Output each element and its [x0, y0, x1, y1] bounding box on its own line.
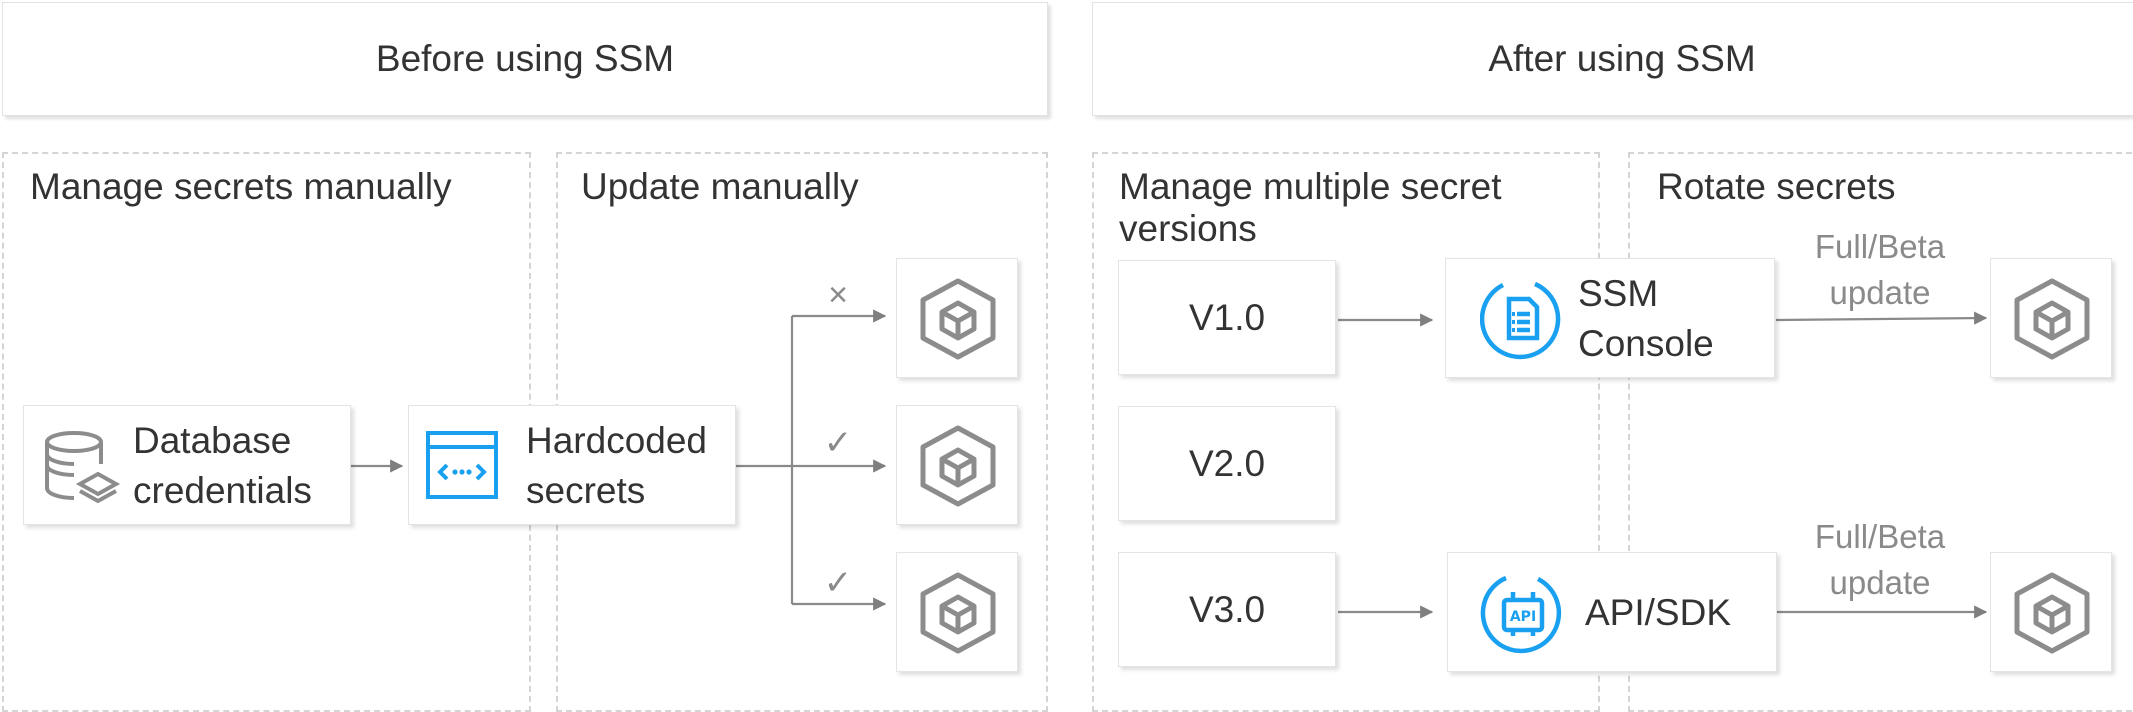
database-credentials-node: Database credentials	[23, 405, 351, 525]
application-node	[896, 405, 1018, 525]
panel-title-manage-manual: Manage secrets manually	[30, 166, 452, 207]
application-cube-icon	[920, 572, 996, 654]
version-label-v2: V2.0	[1188, 442, 1266, 484]
panel-title-manage-versions: Manage multiple secret versions	[1119, 166, 1502, 250]
panel-title-rotate: Rotate secrets	[1657, 166, 1896, 207]
panel-title-manage-versions-line1: Manage multiple secret	[1119, 166, 1502, 207]
api-sdk-node: API API/SDK	[1447, 552, 1777, 672]
api-plug-icon: API	[1480, 575, 1562, 654]
update-label-top: Full/Beta update	[1780, 224, 1980, 316]
ok-mark-icon: ✓	[823, 564, 853, 602]
header-before-ssm: Before using SSM	[2, 2, 1048, 116]
version-node-v1: V1.0	[1118, 260, 1336, 375]
database-credentials-line2: credentials	[133, 470, 312, 511]
version-node-v2: V2.0	[1118, 406, 1336, 521]
update-label-top-line2: update	[1829, 274, 1931, 311]
hardcoded-secrets-line2: secrets	[526, 470, 646, 511]
ssm-console-line1: SSM	[1578, 273, 1659, 314]
header-after-ssm: After using SSM	[1092, 2, 2133, 116]
application-cube-icon	[920, 425, 996, 507]
update-label-bottom: Full/Beta update	[1780, 514, 1980, 606]
version-label-v1: V1.0	[1188, 296, 1266, 338]
application-cube-icon	[920, 278, 996, 360]
api-sdk-label: API/SDK	[1585, 592, 1731, 633]
ok-mark-icon: ✓	[823, 424, 853, 462]
application-node	[896, 552, 1018, 672]
application-cube-icon	[2014, 278, 2090, 360]
update-label-bottom-line1: Full/Beta	[1814, 518, 1946, 555]
database-credentials-line1: Database	[133, 420, 292, 461]
code-window-icon	[426, 431, 498, 499]
ssm-console-node: SSM Console	[1445, 258, 1775, 378]
database-icon	[45, 431, 121, 504]
application-cube-icon	[2014, 572, 2090, 654]
svg-text:API: API	[1510, 609, 1536, 625]
ssm-console-line2: Console	[1578, 323, 1714, 364]
application-node	[896, 258, 1018, 378]
console-document-icon	[1480, 281, 1561, 360]
version-label-v3: V3.0	[1188, 588, 1266, 630]
ssm-console-label: SSM Console	[1578, 269, 1714, 369]
hardcoded-secrets-label: Hardcoded secrets	[526, 416, 707, 516]
hardcoded-secrets-node: Hardcoded secrets	[408, 405, 736, 525]
panel-title-manage-versions-line2: versions	[1119, 208, 1257, 249]
panel-title-update-manual: Update manually	[581, 166, 859, 207]
fail-mark-icon: ×	[828, 276, 848, 314]
application-node	[1990, 552, 2112, 672]
header-before-label: Before using SSM	[375, 38, 675, 79]
database-credentials-label: Database credentials	[133, 416, 312, 516]
application-node	[1990, 258, 2112, 378]
update-label-top-line1: Full/Beta	[1814, 228, 1946, 265]
update-label-bottom-line2: update	[1829, 564, 1931, 601]
version-node-v3: V3.0	[1118, 552, 1336, 667]
hardcoded-secrets-line1: Hardcoded	[526, 420, 708, 461]
header-after-label: After using SSM	[1488, 38, 1756, 79]
